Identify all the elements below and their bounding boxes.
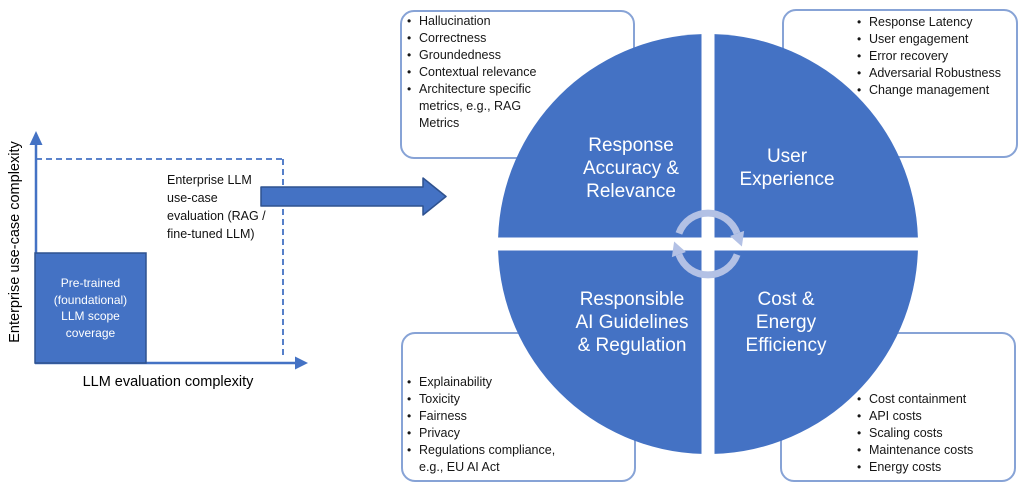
bullet-dot: • [407,65,412,79]
quadrant-label-response-accuracy: Response Accuracy & Relevance [582,135,680,202]
metrics-list-cost-energy: • Cost containment • API costs • Scaling cost… [857,391,1015,476]
bullet-item: • Toxicity [407,391,587,408]
bullet-dot: • [407,392,412,406]
quadrant-user-experience [714,34,918,238]
y-axis-label: Enterprise use-case complexity [7,141,23,343]
bullet-dot: • [407,31,412,45]
x-axis-arrowhead [295,356,308,370]
quadrant-label-cost-energy: Cost & Energy Efficiency [745,289,827,356]
bullet-text: Cost containment [869,392,967,406]
bullet-item: • Cost containment [857,391,1015,408]
bullet-text: Explainability [419,375,492,389]
bullet-text: Privacy [419,426,460,440]
bullet-item: • Groundedness [407,47,577,64]
bullet-item: • Energy costs [857,459,1015,476]
bullet-text: Error recovery [869,49,949,63]
bullet-text: Correctness [419,31,487,45]
bullet-text: Change management [869,83,990,97]
bullet-dot: • [857,66,862,80]
bullet-text: Groundedness [419,48,502,62]
bullet-text: Energy costs [869,460,942,474]
bullet-text: Scaling costs [869,426,943,440]
bullet-item: • Hallucination [407,13,577,30]
bullet-item: • Fairness [407,408,587,425]
enterprise-llm-note: Enterprise LLM use-case evaluation (RAG … [167,173,266,241]
cycle-arrow-bottom [675,253,741,279]
bullet-dot: • [857,15,862,29]
quadrant-label-responsible-ai: Responsible AI Guidelines & Regulation [575,289,689,356]
x-axis-label: LLM evaluation complexity [82,374,254,390]
cycle-arrow-top [675,209,741,235]
bullet-dot: • [407,375,412,389]
bullet-item: • Change management [857,82,1015,99]
quadrant-cost-energy [714,250,918,454]
bullet-text: User engagement [869,32,969,46]
bullet-text: Architecture specific metrics, e.g., RAG… [419,82,531,130]
bullet-item: • Privacy [407,425,587,442]
bullet-text: Hallucination [419,14,491,28]
bullet-dot: • [857,83,862,97]
bullet-dot: • [407,409,412,423]
transition-arrow [260,177,447,216]
bullet-text: Contextual relevance [419,65,537,79]
bullet-dot: • [407,48,412,62]
bullet-item: • Error recovery [857,48,1015,65]
bullet-dot: • [857,443,862,457]
bullet-item: • Response Latency [857,14,1015,31]
bullet-item: • Scaling costs [857,425,1015,442]
bullet-item: • Correctness [407,30,577,47]
bullet-text: Toxicity [419,392,460,406]
bullet-dot: • [857,460,862,474]
bullet-text: Regulations compliance, e.g., EU AI Act [419,443,556,474]
bullet-item: • Contextual relevance [407,64,577,81]
bullet-item: • Adversarial Robustness [857,65,1015,82]
pretrained-coverage-box [34,252,147,364]
cycle-arrowhead-top [730,230,745,247]
pretrained-box-label: Pre-trained (foundational) LLM scope cov… [53,276,128,340]
y-axis-arrowhead [29,131,43,145]
quadrant-response-accuracy [498,34,702,238]
bullet-text: API costs [869,409,922,423]
bullet-dot: • [857,409,862,423]
bullet-dot: • [407,82,412,96]
bullet-text: Adversarial Robustness [869,66,1002,80]
bullet-text: Fairness [419,409,467,423]
bullet-text: Response Latency [869,15,973,29]
bullet-dot: • [857,49,862,63]
bullet-text: Maintenance costs [869,443,974,457]
bullet-item: • API costs [857,408,1015,425]
bullet-dot: • [407,14,412,28]
bullet-dot: • [857,426,862,440]
cycle-arrowhead-bottom [671,241,686,258]
quadrant-label-user-experience: User Experience [739,146,835,190]
bullet-item: • Maintenance costs [857,442,1015,459]
bullet-dot: • [407,426,412,440]
bullet-item: • Explainability [407,374,587,391]
metrics-list-responsible-ai: • Explainability • Toxicity • Fairness • Privac… [407,374,587,476]
metrics-list-response-accuracy: •Hallucination•Correctness•Groundedness•… [407,13,577,132]
bullet-item: • User engagement [857,31,1015,48]
bullet-dot: • [857,32,862,46]
metrics-list-user-experience: • Response Latency • User engagement • Error … [857,14,1015,99]
quadrant-responsible-ai [498,250,702,454]
bullet-item: • Architecture specific metrics, e.g., RA… [407,81,577,132]
bullet-dot: • [407,443,412,457]
bullet-dot: • [857,392,862,406]
bullet-item: • Regulations compliance, e.g., EU AI Act [407,442,587,476]
